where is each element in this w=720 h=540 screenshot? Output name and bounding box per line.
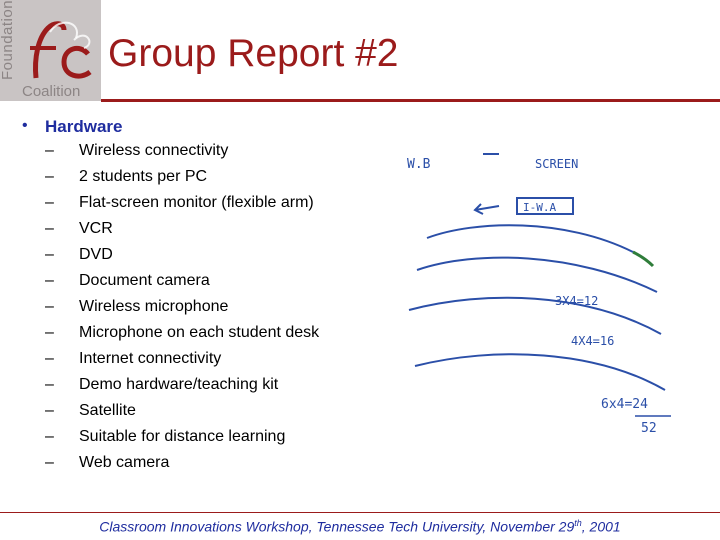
sketch-label-wb: W.B <box>407 157 431 172</box>
dash-marker: – <box>45 402 54 419</box>
sketch-equation-2: 4X4=16 <box>571 334 614 348</box>
list-item-text: Wireless connectivity <box>79 142 229 159</box>
section-heading: Hardware <box>45 117 123 136</box>
list-item-text: Demo hardware/teaching kit <box>79 376 279 393</box>
list-item-text: Document camera <box>79 272 210 289</box>
sketch-total: 52 <box>641 421 657 436</box>
list-item-text: Suitable for distance learning <box>79 428 286 445</box>
dash-marker: – <box>45 168 54 185</box>
slide-title: Group Report #2 <box>108 32 399 75</box>
list-item-text: Microphone on each student desk <box>79 324 320 341</box>
dash-marker: – <box>45 298 54 315</box>
sketch-label-iwa: I-W.A <box>523 201 556 214</box>
foundation-coalition-logo: Foundation Coalition <box>0 0 101 101</box>
logo-bottom-text: Coalition <box>22 83 81 100</box>
footer-divider <box>0 512 720 513</box>
dash-marker: – <box>45 324 54 341</box>
slide-footer: Classroom Innovations Workshop, Tennesse… <box>0 518 720 535</box>
dash-marker: – <box>45 246 54 263</box>
dash-marker: – <box>45 194 54 211</box>
sketch-label-screen: SCREEN <box>535 157 578 171</box>
list-item-text: Web camera <box>79 454 170 471</box>
list-item-text: Wireless microphone <box>79 298 229 315</box>
title-divider <box>101 99 720 102</box>
dash-marker: – <box>45 142 54 159</box>
sketch-desk-arc-1 <box>426 224 634 253</box>
list-item-text: 2 students per PC <box>79 168 208 185</box>
dash-marker: – <box>45 272 54 289</box>
dash-marker: – <box>45 428 54 445</box>
bullet-marker: • <box>22 117 28 134</box>
logo-side-text: Foundation <box>0 0 16 80</box>
dash-marker: – <box>45 350 54 367</box>
footer-tail: , 2001 <box>581 518 621 535</box>
sketch-equation-1: 3X4=12 <box>555 294 598 308</box>
sketch-desk-arc-1-green <box>632 250 655 268</box>
dash-marker: – <box>45 454 54 471</box>
list-item-text: Satellite <box>79 402 136 419</box>
list-item-text: Internet connectivity <box>79 350 222 367</box>
list-item-text: VCR <box>79 220 113 237</box>
fc-logo-mark <box>30 21 92 79</box>
sketch-arrowhead <box>473 203 484 215</box>
sketch-equation-3: 6x4=24 <box>601 397 648 412</box>
sketch-desk-arc-2 <box>416 256 658 293</box>
sketch-desk-arc-3 <box>408 296 662 335</box>
footer-superscript: th <box>574 518 582 528</box>
sketch-desk-arc-4 <box>414 353 666 391</box>
list-item-text: DVD <box>79 246 113 263</box>
classroom-layout-sketch: W.B SCREEN I-W.A 3X4=12 4X4=16 6x4=24 52 <box>407 153 671 436</box>
footer-text: Classroom Innovations Workshop, Tennesse… <box>99 518 575 535</box>
dash-marker: – <box>45 376 54 393</box>
list-item-text: Flat-screen monitor (flexible arm) <box>79 194 314 211</box>
sketch-screen-box <box>516 197 574 215</box>
dash-marker: – <box>45 220 54 237</box>
sketch-arrow <box>474 205 500 211</box>
